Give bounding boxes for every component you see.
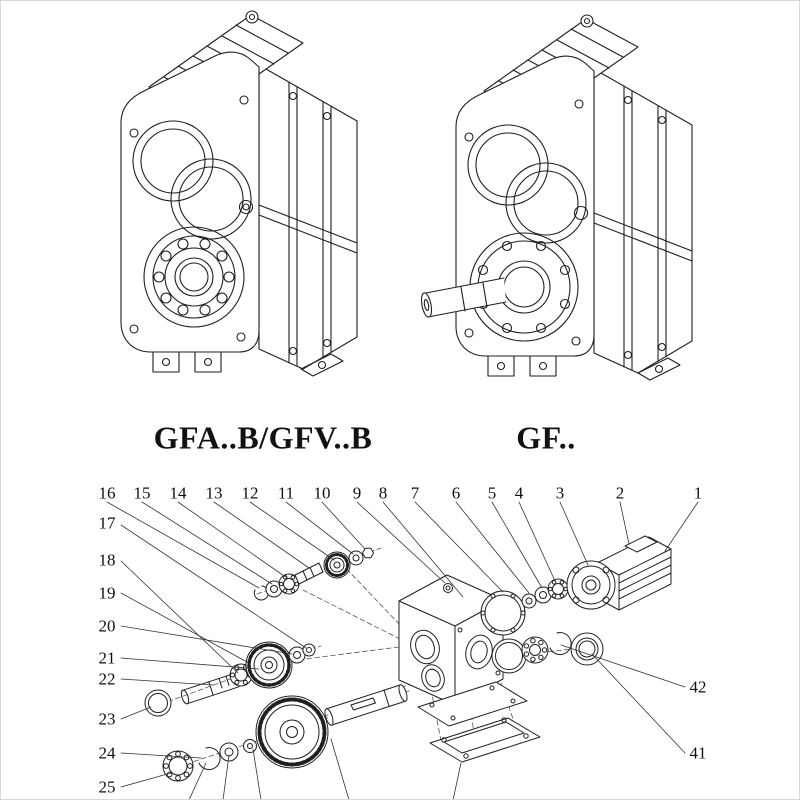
- side-panel: [593, 68, 693, 374]
- ball-bearing: [521, 636, 549, 664]
- ball-bearing: [547, 578, 569, 600]
- motor-side-parts: [480, 578, 569, 636]
- part-number-5: 5: [487, 483, 497, 503]
- output-shaft: [420, 277, 507, 318]
- input-shaft-parts: [253, 547, 374, 601]
- part-number-9: 9: [352, 483, 362, 503]
- leader-lines: [106, 501, 699, 788]
- model-label-left: GFA..B/GFV..B: [153, 419, 373, 456]
- eyebolt-hole: [580, 14, 594, 28]
- part-number-17: 17: [98, 513, 116, 533]
- model-label-right: GF..: [516, 419, 576, 456]
- front-face: [120, 51, 260, 353]
- gearbox-drawing-gfab: [120, 10, 358, 377]
- part-number-19: 19: [98, 583, 116, 603]
- motor: [566, 535, 672, 611]
- part-number-1: 1: [693, 483, 703, 503]
- vent-plug: [443, 583, 453, 593]
- part-number-8: 8: [378, 483, 388, 503]
- part-number-6: 6: [451, 483, 461, 503]
- part-number-20: 20: [98, 616, 116, 636]
- part-number-10: 10: [313, 483, 331, 503]
- cutoff-leader-lines: [189, 738, 462, 799]
- part-number-16: 16: [98, 483, 116, 503]
- eyebolt-hole: [245, 10, 259, 24]
- side-panel: [258, 64, 358, 370]
- part-number-21: 21: [98, 648, 116, 668]
- gasket-plate: [417, 681, 528, 727]
- gearbox-drawing-gf: [420, 14, 693, 381]
- exploded-view-drawing: [144, 535, 672, 799]
- lock-nut: [362, 547, 374, 559]
- part-number-11: 11: [277, 483, 295, 503]
- part-number-12: 12: [241, 483, 259, 503]
- part-number-3: 3: [555, 483, 565, 503]
- part-number-4: 4: [514, 483, 524, 503]
- part-number-7: 7: [410, 483, 420, 503]
- part-number-15: 15: [133, 483, 151, 503]
- part-number-25: 25: [98, 777, 116, 797]
- gear-housing: [398, 574, 504, 706]
- part-number-14: 14: [169, 483, 187, 503]
- intermediate-shaft-parts: [144, 632, 604, 717]
- gasket: [480, 590, 526, 636]
- part-number-24: 24: [98, 743, 116, 763]
- part-number-41: 41: [689, 743, 707, 763]
- key: [350, 697, 376, 711]
- cover-plates: [417, 681, 541, 763]
- part-number-18: 18: [98, 550, 116, 570]
- part-number-42: 42: [689, 677, 707, 697]
- terminal-box: [624, 535, 658, 553]
- part-number-22: 22: [98, 669, 116, 689]
- output-bearing: [143, 226, 245, 328]
- part-number-2: 2: [615, 483, 625, 503]
- part-number-23: 23: [98, 709, 116, 729]
- part-number-13: 13: [205, 483, 223, 503]
- cover-plate: [429, 717, 541, 763]
- output-shaft-parts: [162, 684, 408, 782]
- pinion-shaft: [294, 562, 324, 585]
